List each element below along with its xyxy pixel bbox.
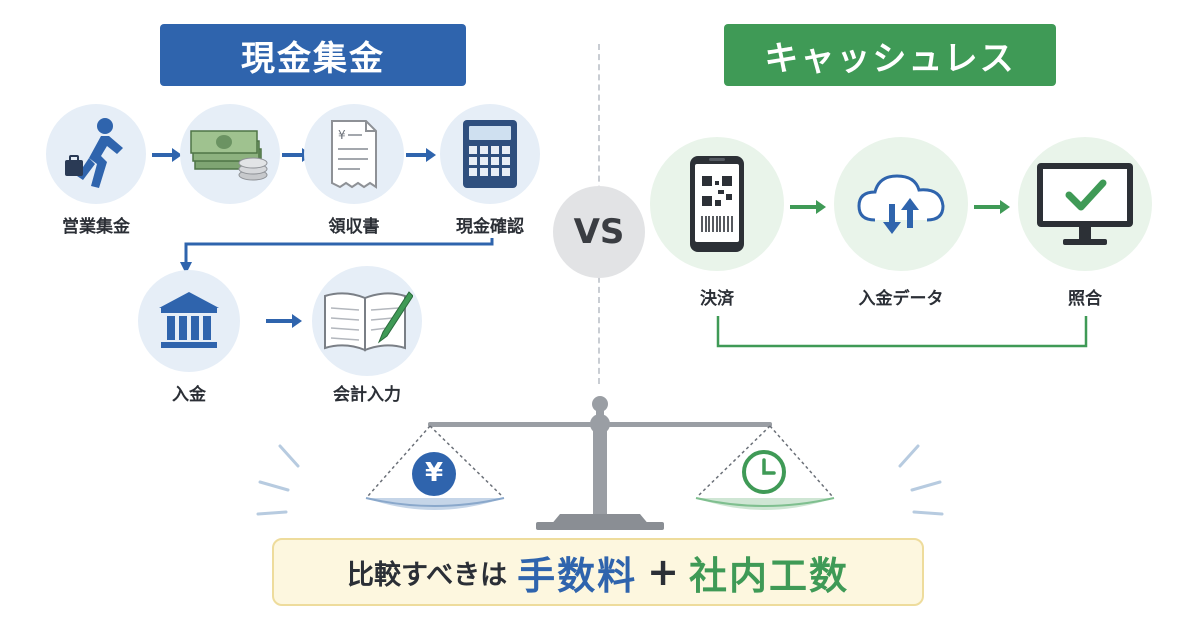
cashless-step-label: 照合 <box>1068 289 1102 309</box>
cashless-step-label: 決済 <box>700 289 734 309</box>
cashless-step-data <box>834 137 968 271</box>
emphasis-lines-left <box>256 444 300 516</box>
cashless-title: キャッシュレス <box>724 24 1056 86</box>
yen-coin-icon <box>412 452 456 496</box>
arrow-right-icon <box>266 314 302 328</box>
comparison-banner: 比較すべきは 手数料 + 社内工数 <box>272 538 924 606</box>
balance-scale <box>256 396 944 530</box>
connector-arrow-icon <box>180 238 494 274</box>
cash-step-label: 入金 <box>172 385 206 405</box>
arrow-right-icon <box>406 148 436 162</box>
banner-work-text: 社内工数 <box>688 553 849 598</box>
cash-collection-title: 現金集金 <box>160 24 466 86</box>
cash-step-bank <box>138 270 240 372</box>
cash-step-label: 会計入力 <box>333 385 401 405</box>
svg-text:¥: ¥ <box>338 128 346 142</box>
yen-symbol: ¥ <box>424 458 444 488</box>
cash-step-label: 営業集金 <box>62 217 130 237</box>
emphasis-lines-right <box>898 444 944 516</box>
cashless-step-label: 入金データ <box>858 289 944 309</box>
cloud-sync-icon <box>857 174 945 234</box>
cashless-step-payment <box>650 137 784 271</box>
vs-badge: VS <box>553 186 645 278</box>
cash-step-ledger <box>312 266 422 376</box>
cash-step-label: 領収書 <box>328 217 380 237</box>
clock-icon <box>742 450 786 494</box>
banner-plus-sign: + <box>647 550 679 594</box>
running-person-icon <box>65 118 123 188</box>
cashless-bracket <box>716 316 1088 348</box>
bank-icon <box>159 292 219 348</box>
cash-step-banknotes <box>180 104 280 204</box>
calculator-icon <box>463 120 517 188</box>
monitor-check-icon <box>1037 163 1133 245</box>
cash-step-receipt: ¥ <box>304 104 404 204</box>
cash-step-sales-collection <box>46 104 146 204</box>
cashless-step-reconcile <box>1018 137 1152 271</box>
banner-lead-text: 比較すべきは <box>347 559 508 591</box>
smartphone-qr-icon <box>690 156 744 252</box>
banknotes-coins-icon <box>190 130 268 181</box>
receipt-icon: ¥ <box>331 120 377 189</box>
arrow-right-icon <box>974 200 1010 214</box>
banner-fee-text: 手数料 <box>517 553 638 598</box>
cash-step-label: 現金確認 <box>456 217 524 237</box>
arrow-right-icon <box>152 148 182 162</box>
arrow-right-icon <box>790 200 826 214</box>
ledger-book-icon <box>324 291 413 352</box>
cash-step-calculator <box>440 104 540 204</box>
